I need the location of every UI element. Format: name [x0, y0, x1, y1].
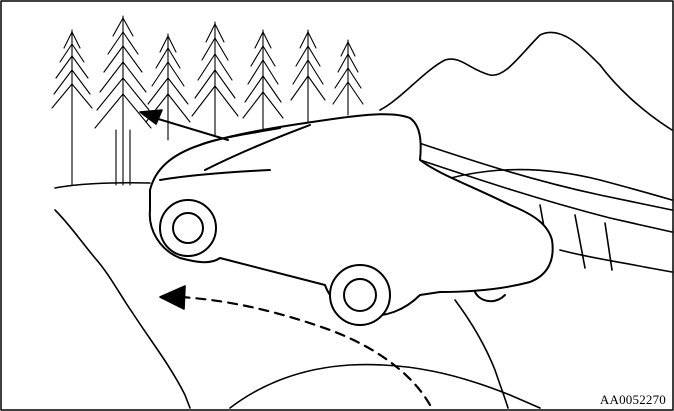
- pine-tree: [52, 30, 92, 185]
- wheel: [160, 200, 216, 256]
- pine-tree: [291, 30, 325, 125]
- figure-code: AA0052270: [600, 392, 666, 408]
- pine-tree: [333, 40, 363, 115]
- pine-tree: [192, 22, 238, 135]
- wheel: [330, 265, 390, 325]
- pine-tree: [95, 16, 151, 185]
- pine-tree: [243, 30, 283, 130]
- pine-tree: [146, 34, 190, 140]
- pickup-truck-icon: [150, 114, 553, 325]
